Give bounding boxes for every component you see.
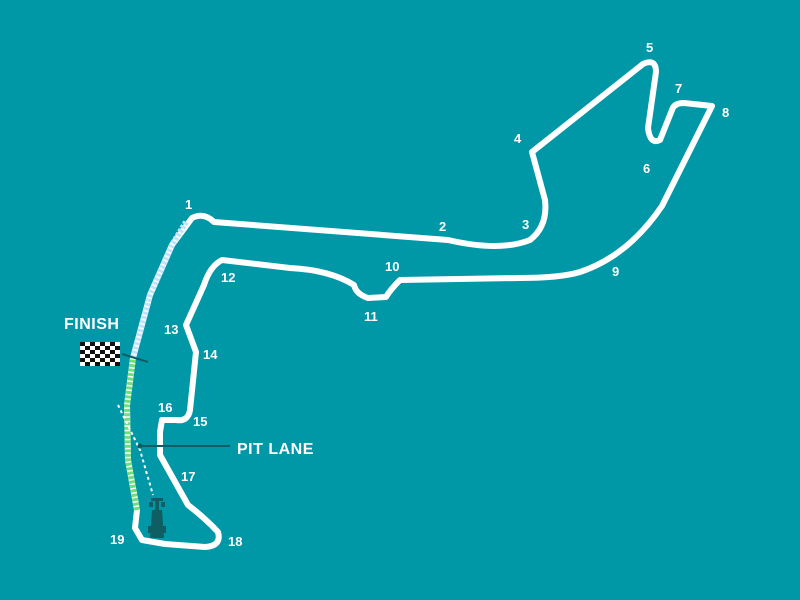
turn-15-label: 15 <box>193 414 207 429</box>
turn-17-label: 17 <box>181 469 195 484</box>
start-straight-blue-sector <box>130 220 189 359</box>
turn-5-label: 5 <box>646 40 653 55</box>
finish-line-marker <box>121 353 149 363</box>
pit-lane-path <box>117 404 154 496</box>
turn-9-label: 9 <box>612 264 619 279</box>
finish-label: FINISH <box>64 316 119 333</box>
turn-6-label: 6 <box>643 161 650 176</box>
turn-12-label: 12 <box>221 270 235 285</box>
turn-2-label: 2 <box>439 219 446 234</box>
race-car-icon <box>148 498 166 538</box>
turn-14-label: 14 <box>203 347 218 362</box>
turn-18-label: 18 <box>228 534 242 549</box>
pit-lane-pointer-dot <box>137 443 143 449</box>
turn-10-label: 10 <box>385 259 399 274</box>
checkered-flag-icon <box>80 342 120 366</box>
turn-13-label: 13 <box>164 322 178 337</box>
track-outline <box>124 59 715 550</box>
turn-11-label: 11 <box>364 309 378 324</box>
finish-straight-green-sector <box>123 357 140 511</box>
pit-lane-label: PIT LANE <box>237 441 314 458</box>
turn-1-label: 1 <box>185 197 192 212</box>
turn-19-label: 19 <box>110 532 124 547</box>
turn-16-label: 16 <box>158 400 172 415</box>
turn-4-label: 4 <box>514 131 522 146</box>
turn-3-label: 3 <box>522 217 529 232</box>
turn-7-label: 7 <box>675 81 682 96</box>
turn-8-label: 8 <box>722 105 729 120</box>
